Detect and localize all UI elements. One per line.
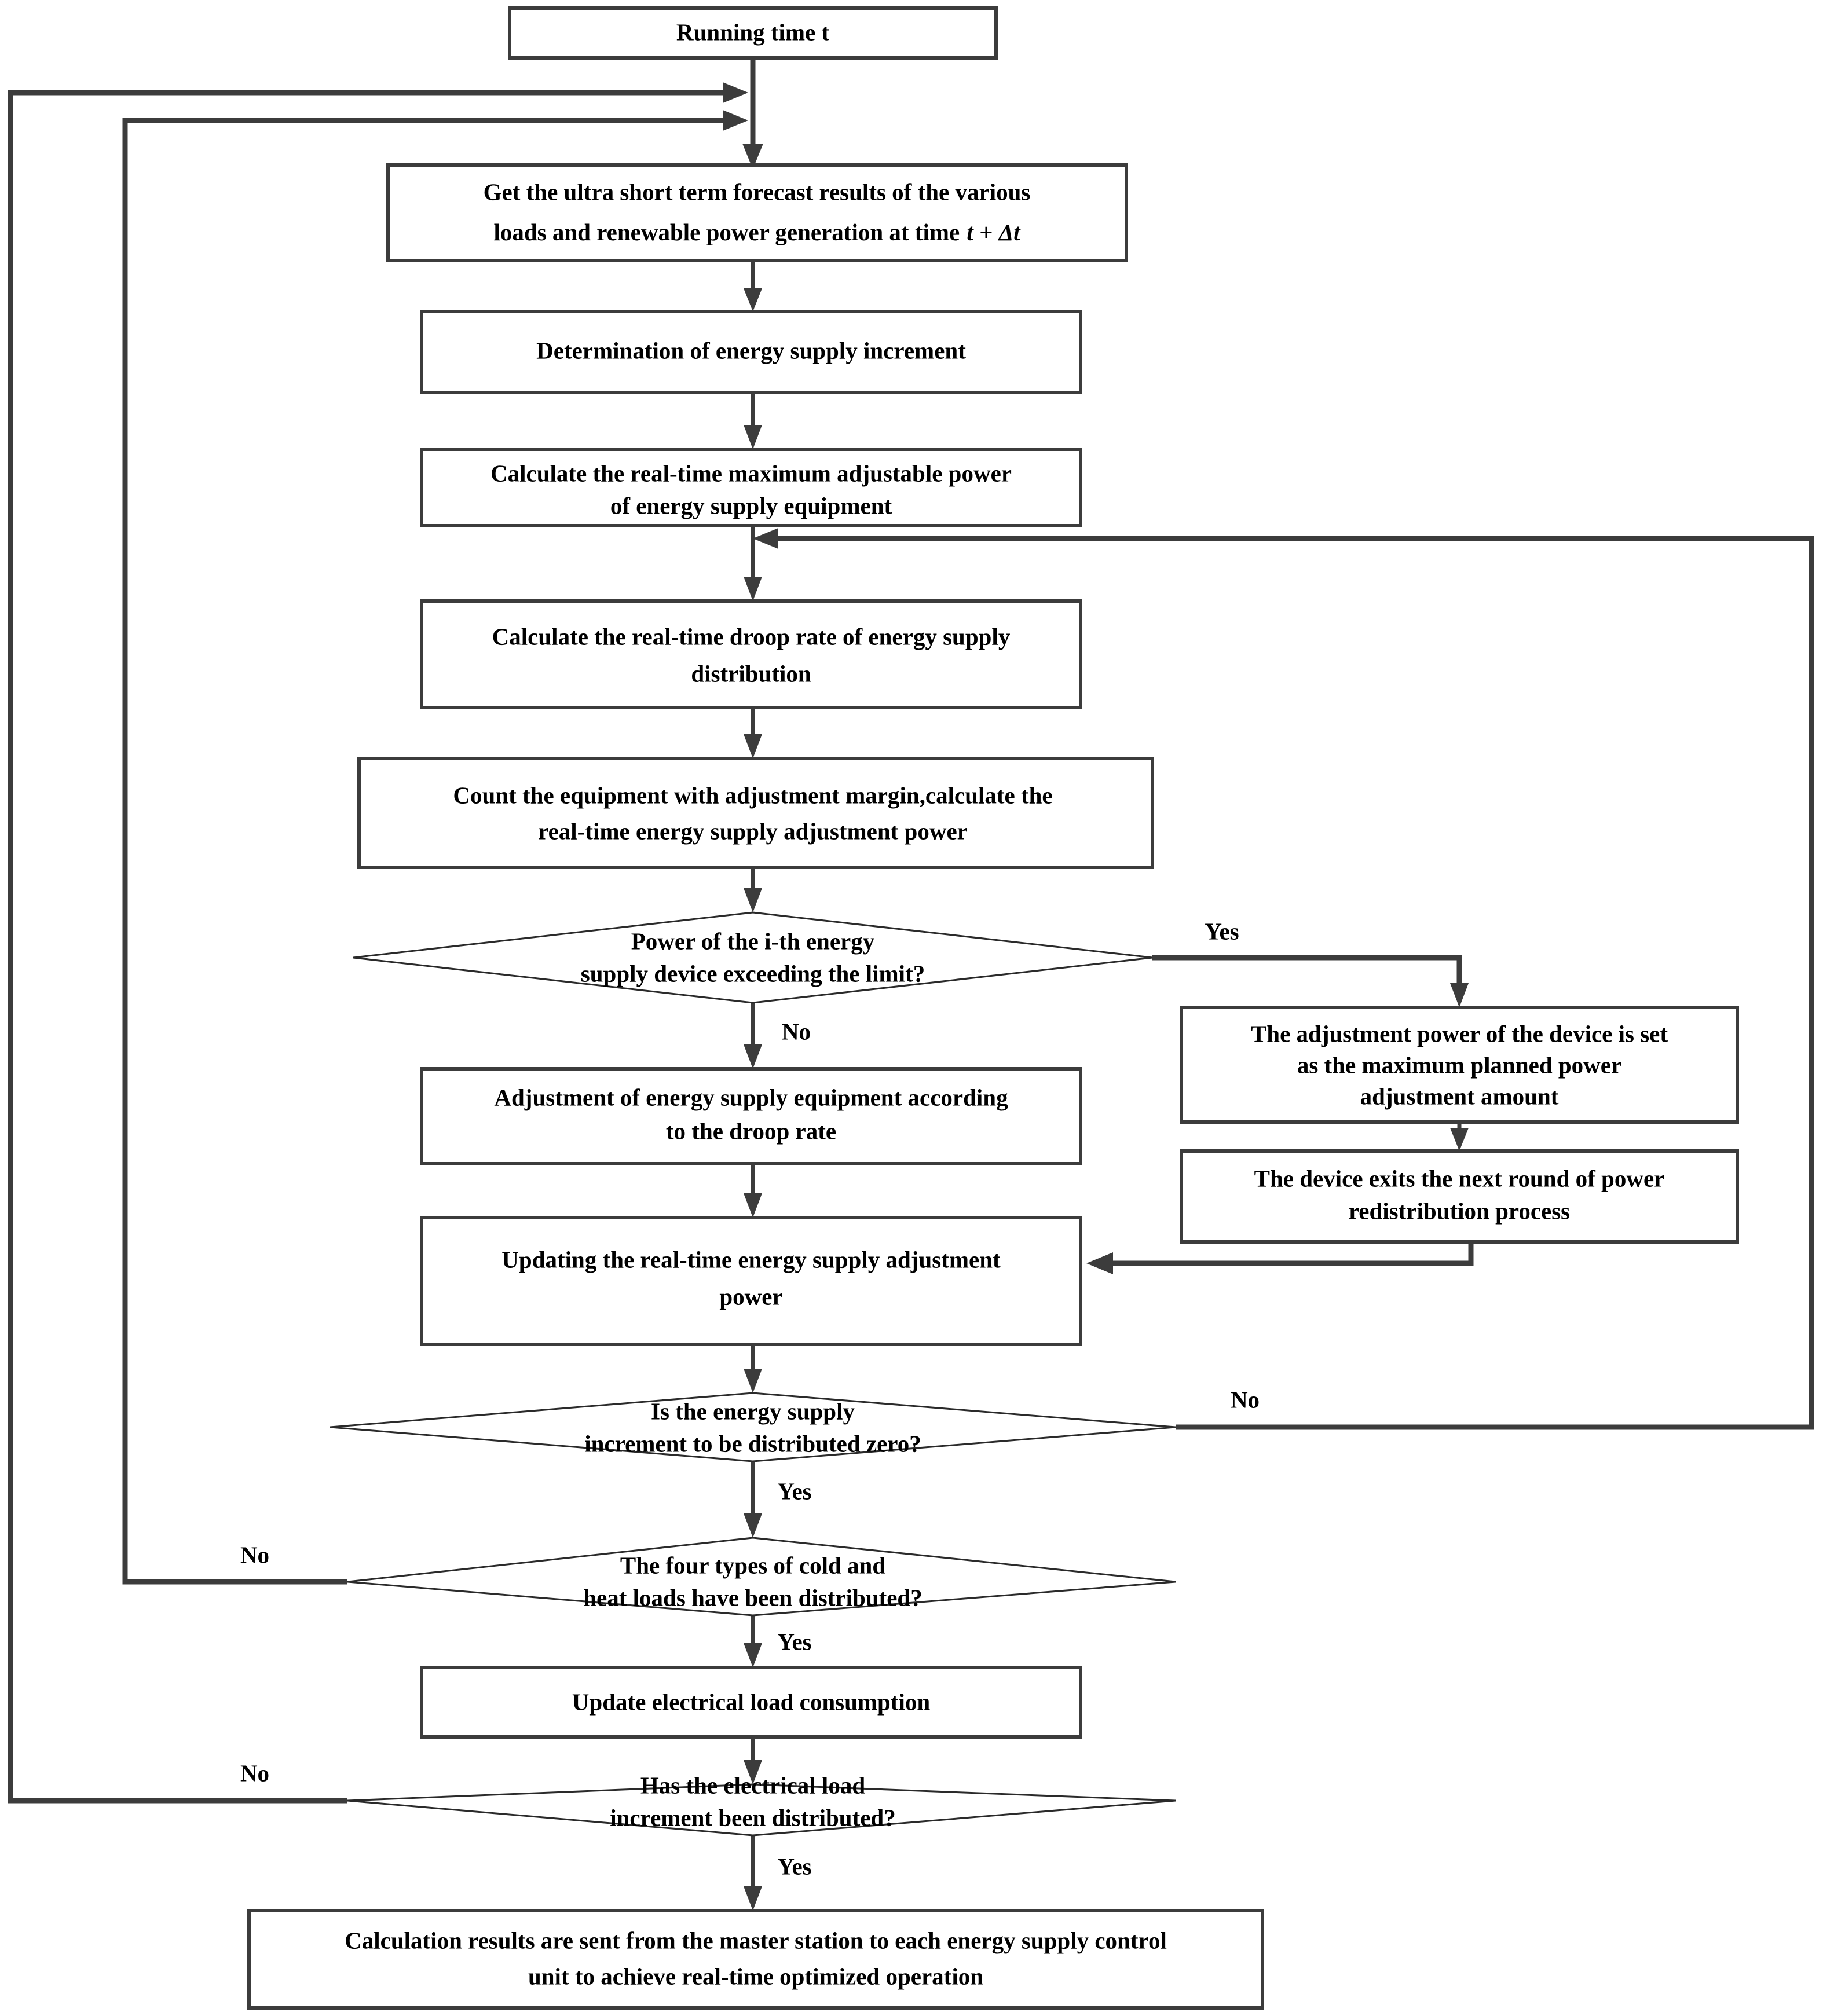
- edge-limit-yes: [1152, 955, 1469, 1007]
- node-decision-increment-zero-line-1: Is the energy supply: [651, 1398, 855, 1424]
- node-decision-limit-line-2: supply device exceeding the limit?: [581, 960, 925, 987]
- node-max-adjustable[interactable]: Calculate the real-time maximum adjustab…: [420, 448, 1082, 527]
- edge-deviceexits-to-update: [1086, 1242, 1474, 1274]
- node-set-max-planned-line-1: The adjustment power of the device is se…: [1251, 1020, 1668, 1047]
- edge-adjust-to-update: [744, 1164, 762, 1218]
- node-start-line-1: Running time t: [676, 19, 830, 45]
- node-start[interactable]: Running time t: [508, 6, 998, 60]
- edge-forecast-to-determination: [744, 261, 762, 311]
- node-adjust-droop[interactable]: Adjustment of energy supply equipment ac…: [420, 1067, 1082, 1165]
- node-device-exits[interactable]: The device exits the next round of power…: [1180, 1149, 1739, 1244]
- edge-increment-yes: [744, 1461, 762, 1538]
- node-set-max-planned[interactable]: The adjustment power of the device is se…: [1180, 1006, 1739, 1124]
- node-device-exits-line-1: The device exits the next round of power: [1254, 1165, 1665, 1192]
- node-final-line-1: Calculation results are sent from the ma…: [345, 1927, 1167, 1953]
- edge-updateload-to-electrical-decision: [744, 1737, 762, 1784]
- node-max-adjustable-line-1: Calculate the real-time maximum adjustab…: [490, 460, 1012, 486]
- node-forecast[interactable]: Get the ultra short term forecast result…: [386, 163, 1128, 262]
- edge-determination-to-max-adjustable: [744, 393, 762, 449]
- edge-setmax-to-deviceexits: [1450, 1122, 1469, 1151]
- node-count-equipment[interactable]: Count the equipment with adjustment marg…: [357, 757, 1154, 869]
- node-update-adjustment-power-line-2: power: [719, 1283, 782, 1310]
- node-adjust-droop-line-1: Adjustment of energy supply equipment ac…: [494, 1084, 1008, 1110]
- node-decision-limit-line-1: Power of the i-th energy: [631, 928, 875, 954]
- node-set-max-planned-line-3: adjustment amount: [1360, 1083, 1559, 1109]
- edge-update-to-increment-decision: [744, 1344, 762, 1393]
- node-final-line-2: unit to achieve real-time optimized oper…: [528, 1963, 983, 1989]
- edge-label-limit-no: No: [782, 1018, 811, 1044]
- node-droop-rate[interactable]: Calculate the real-time droop rate of en…: [420, 599, 1082, 709]
- node-final[interactable]: Calculation results are sent from the ma…: [247, 1909, 1264, 2010]
- edge-outer-left-feedback: [8, 82, 748, 1804]
- node-update-electrical-load[interactable]: Update electrical load consumption: [420, 1666, 1082, 1739]
- node-max-adjustable-line-2: of energy supply equipment: [610, 492, 892, 519]
- edge-max-adjustable-to-droop: [744, 526, 762, 601]
- node-forecast-line-1: Get the ultra short term forecast result…: [484, 178, 1031, 205]
- node-device-exits-line-2: redistribution process: [1349, 1197, 1570, 1224]
- edge-limit-no: [744, 1003, 762, 1069]
- node-decision-increment-zero[interactable]: Is the energy supply increment to be dis…: [330, 1392, 1176, 1462]
- node-determination[interactable]: Determination of energy supply increment: [420, 310, 1082, 394]
- edge-label-four-loads-yes: Yes: [777, 1628, 811, 1655]
- node-update-adjustment-power[interactable]: Updating the real-time energy supply adj…: [420, 1216, 1082, 1346]
- edge-label-electrical-no: No: [240, 1760, 269, 1786]
- edge-fourloads-yes: [744, 1615, 762, 1667]
- node-update-adjustment-power-line-1: Updating the real-time energy supply adj…: [501, 1246, 1001, 1273]
- node-decision-electrical-increment-line-1: Has the electrical load: [640, 1772, 865, 1798]
- edge-label-limit-yes: Yes: [1205, 918, 1239, 944]
- edge-label-electrical-yes: Yes: [777, 1853, 811, 1879]
- node-count-equipment-line-1: Count the equipment with adjustment marg…: [453, 782, 1052, 808]
- edge-label-increment-zero-no: No: [1231, 1386, 1260, 1413]
- edge-label-increment-zero-yes: Yes: [777, 1478, 811, 1504]
- node-set-max-planned-line-2: as the maximum planned power: [1297, 1051, 1621, 1078]
- node-decision-electrical-increment[interactable]: Has the electrical load increment been d…: [347, 1772, 1176, 1837]
- edge-inner-left-feedback: [122, 110, 748, 1585]
- edge-count-to-decision-limit: [744, 867, 762, 912]
- edge-droop-to-count: [744, 708, 762, 758]
- node-decision-four-loads[interactable]: The four types of cold and heat loads ha…: [347, 1537, 1176, 1617]
- edge-label-four-loads-no: No: [240, 1541, 269, 1568]
- node-count-equipment-line-2: real-time energy supply adjustment power: [538, 818, 968, 844]
- node-forecast-line-2: loads and renewable power generation at …: [493, 219, 1021, 245]
- edge-electrical-yes: [744, 1835, 762, 1911]
- node-decision-four-loads-line-1: The four types of cold and: [620, 1552, 885, 1578]
- edge-right-feedback: [753, 528, 1814, 1430]
- edge-start-to-forecast: [742, 58, 763, 169]
- node-decision-increment-zero-line-2: increment to be distributed zero?: [584, 1430, 921, 1457]
- node-decision-electrical-increment-line-2: increment been distributed?: [610, 1804, 896, 1831]
- node-determination-line-1: Determination of energy supply increment: [536, 337, 966, 364]
- node-droop-rate-line-1: Calculate the real-time droop rate of en…: [492, 623, 1011, 650]
- node-decision-four-loads-line-2: heat loads have been distributed?: [583, 1584, 922, 1611]
- node-decision-limit[interactable]: Power of the i-th energy supply device e…: [353, 911, 1153, 1004]
- node-droop-rate-line-2: distribution: [691, 660, 811, 687]
- node-adjust-droop-line-2: to the droop rate: [666, 1117, 836, 1144]
- node-update-electrical-load-line-1: Update electrical load consumption: [572, 1688, 931, 1715]
